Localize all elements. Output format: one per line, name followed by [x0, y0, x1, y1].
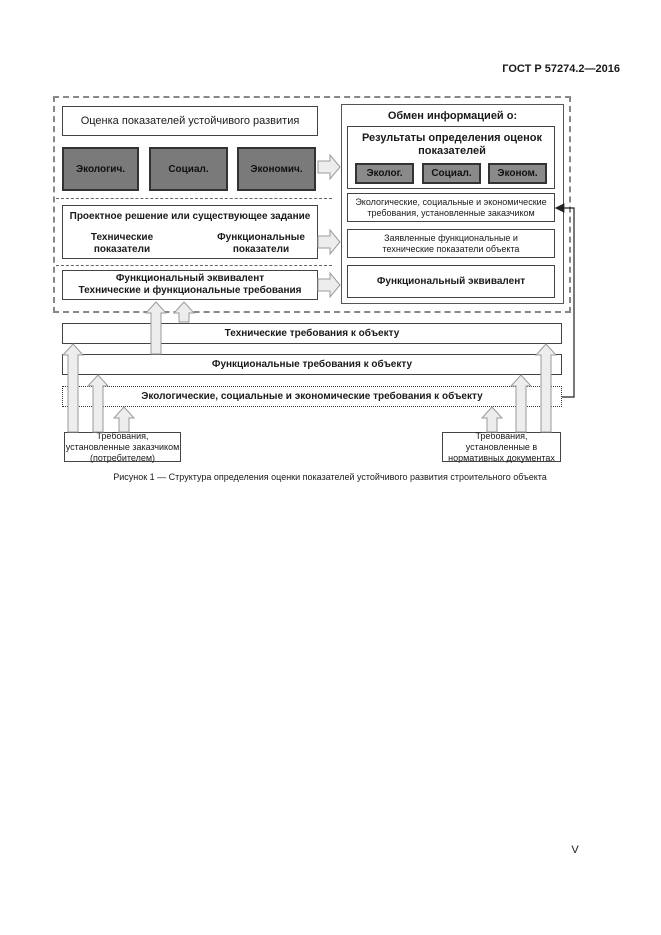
normative-source-box: Требования, установленные в нормативных … [442, 431, 561, 463]
arrow-up-customer-2 [86, 374, 110, 433]
document-id: ГОСТ Р 57274.2—2016 [502, 63, 620, 75]
results-indicator-ecological: Эколог. [355, 163, 414, 184]
indicator-social: Социал. [149, 147, 228, 191]
customer-source-box: Требования, установленные заказчиком (по… [64, 430, 181, 463]
customer-requirements-box: Экологические, социальные и экономически… [347, 193, 555, 222]
results-indicator-social: Социал. [422, 163, 481, 184]
arrow-up-tech-1 [144, 301, 168, 355]
arrow-right-design [317, 228, 341, 256]
outer-dashed-frame [53, 96, 571, 313]
arrow-up-customer-1 [61, 343, 85, 433]
feedback-connector [554, 203, 575, 398]
equivalent-box: Функциональный эквивалент Технические и … [62, 270, 318, 300]
equivalent-line1: Функциональный эквивалент [115, 273, 265, 284]
arrow-up-normative-2 [509, 374, 533, 433]
func-indicators-label: Функциональные показатели [217, 232, 305, 255]
arrow-up-customer-3 [112, 406, 136, 433]
eco-requirements-bar: Экологические, социальные и экономически… [62, 386, 562, 407]
exchange-title: Обмен информацией о: [387, 110, 518, 122]
arrow-up-tech-2 [172, 301, 196, 323]
arrow-up-normative-3 [534, 343, 558, 433]
arrow-right-equivalent [317, 271, 341, 299]
tech-indicators-label: Технические показатели [90, 232, 154, 255]
indicator-ecological: Экологич. [62, 147, 139, 191]
page-number: V [571, 844, 579, 856]
assessment-title: Оценка показателей устойчивого развития [80, 114, 300, 127]
assessment-title-box: Оценка показателей устойчивого развития [62, 106, 318, 136]
tech-requirements-bar: Технические требования к объекту [62, 323, 562, 344]
results-title: Результаты определения оценок показателе… [361, 132, 543, 157]
figure-caption: Рисунок 1 — Структура определения оценки… [113, 472, 547, 482]
equivalent-line2: Технические и функциональные требования [78, 285, 302, 296]
left-divider-2 [56, 265, 332, 266]
design-title: Проектное решение или существующее задан… [69, 211, 311, 222]
arrow-up-normative-1 [480, 406, 504, 433]
left-divider-1 [56, 198, 332, 199]
declared-indicators-box: Заявленные функциональные и технические … [347, 229, 555, 258]
indicator-economic: Экономич. [237, 147, 316, 191]
func-requirements-bar: Функциональные требования к объекту [62, 354, 562, 375]
arrow-right-indicators [317, 153, 341, 181]
right-equivalent-box: Функциональный эквивалент [347, 265, 555, 298]
design-box: Проектное решение или существующее задан… [62, 205, 318, 259]
results-indicator-economic: Эконом. [488, 163, 547, 184]
